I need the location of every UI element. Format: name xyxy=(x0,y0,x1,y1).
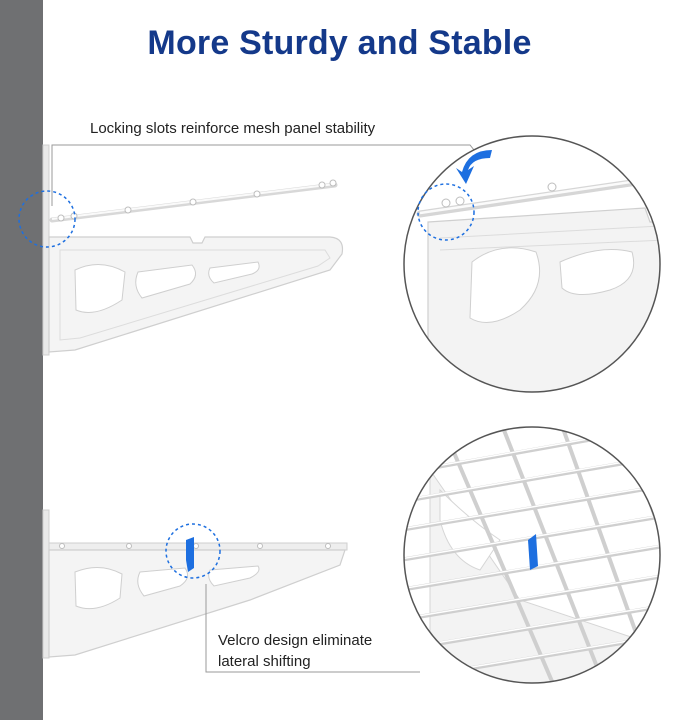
bottom-bracket xyxy=(42,509,348,659)
top-callout-line xyxy=(51,144,487,206)
bottom-callout-line xyxy=(205,584,420,673)
velcro-caption-line2: lateral shifting xyxy=(218,653,311,670)
top-zoom-detail xyxy=(403,135,661,393)
wall-background xyxy=(0,0,43,720)
velcro-caption-line1: Velcro design eliminate xyxy=(218,632,373,649)
bottom-zoom-detail xyxy=(403,426,661,684)
locking-slots-caption: Locking slots reinforce mesh panel stabi… xyxy=(90,120,376,137)
bottom-locator-circle xyxy=(165,523,221,579)
page-title: More Sturdy and Stable xyxy=(147,24,532,62)
velcro-caption: Velcro design eliminate lateral shifting xyxy=(218,630,372,672)
top-locator-circle xyxy=(18,190,76,248)
top-bracket xyxy=(42,144,344,356)
velcro-clip-icon xyxy=(186,537,194,572)
rotate-arrow-icon xyxy=(456,150,492,184)
